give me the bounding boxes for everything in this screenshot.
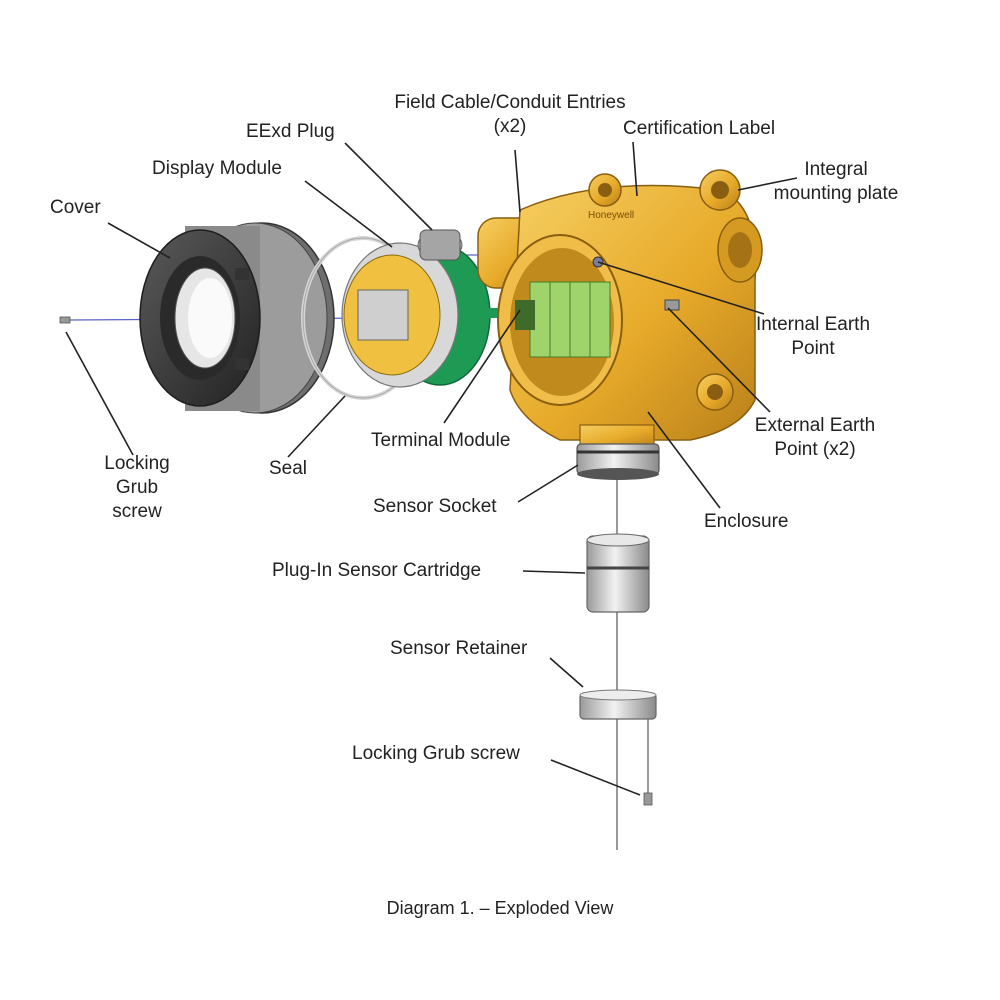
label-terminal-module: Terminal Module: [371, 430, 511, 451]
label-certification-label: Certification Label: [623, 118, 776, 139]
label-sensor-retainer: Sensor Retainer: [390, 638, 528, 659]
label-seal: Seal: [269, 458, 308, 479]
locking-grub-screw-left: [59, 316, 71, 324]
label-field-cable-entries: Field Cable/Conduit Entries (x2): [394, 92, 626, 137]
leader-lines: [65, 141, 798, 796]
sensor-axis-line: [616, 470, 649, 850]
label-eexd-plug: EExd Plug: [246, 121, 335, 142]
cover-part: [139, 222, 335, 414]
eexd-plug-part: [417, 229, 463, 261]
sensor-retainer-part: [579, 689, 657, 720]
locking-grub-screw-bottom: [643, 792, 653, 806]
label-integral-mounting-plate: Integral mounting plate: [773, 159, 899, 204]
label-plug-in-sensor-cartridge: Plug-In Sensor Cartridge: [272, 560, 482, 581]
label-cover: Cover: [50, 197, 101, 218]
label-internal-earth-point: Internal Earth Point: [755, 314, 871, 359]
enclosure-brand-text: Honeywell: [588, 210, 634, 221]
label-enclosure: Enclosure: [704, 511, 789, 532]
sensor-cartridge-part: [586, 533, 650, 613]
diagram-caption: Diagram 1. – Exploded View: [386, 898, 614, 918]
display-module-part: [341, 242, 502, 388]
label-display-module: Display Module: [152, 158, 282, 179]
label-locking-grub-screw-bottom: Locking Grub screw: [352, 743, 520, 764]
label-sensor-socket: Sensor Socket: [373, 496, 497, 517]
label-locking-grub-screw-left: Locking Grub screw: [104, 453, 170, 522]
sensor-socket-part: [576, 443, 660, 480]
enclosure-part: Honeywell: [477, 169, 763, 448]
label-external-earth-point: External Earth Point (x2): [754, 415, 876, 460]
